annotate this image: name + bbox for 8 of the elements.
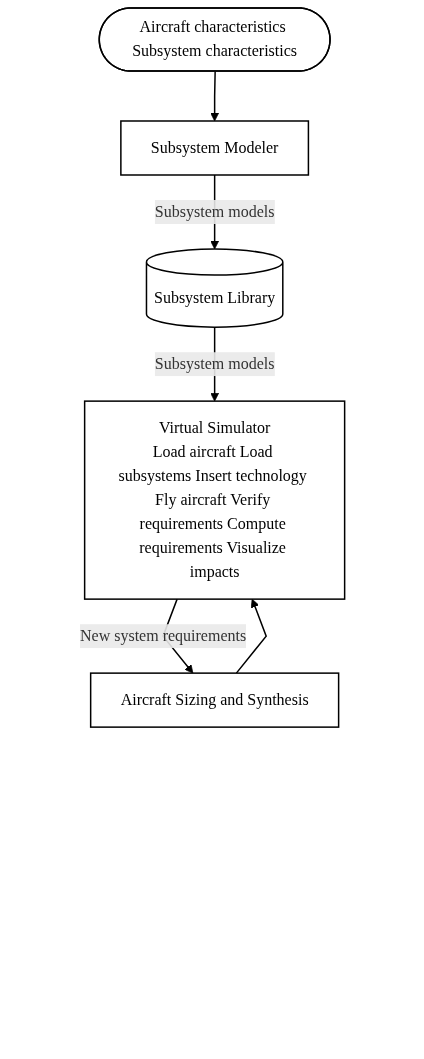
edge-label: Subsystem models <box>154 203 275 220</box>
node-box: Subsystem Modeler <box>119 120 309 176</box>
edge-label: New system requirements <box>79 627 246 645</box>
node-box: Aircraft Sizing and Synthesis <box>89 672 340 728</box>
edge-label: Subsystem models <box>154 355 275 373</box>
arrow <box>235 598 267 674</box>
arrow <box>209 70 219 122</box>
node-box: Virtual Simulator Load aircraft Load subsystems Insert technology Fly aircraft Verify requirements Compute requirements Visualize impacts <box>83 400 346 600</box>
